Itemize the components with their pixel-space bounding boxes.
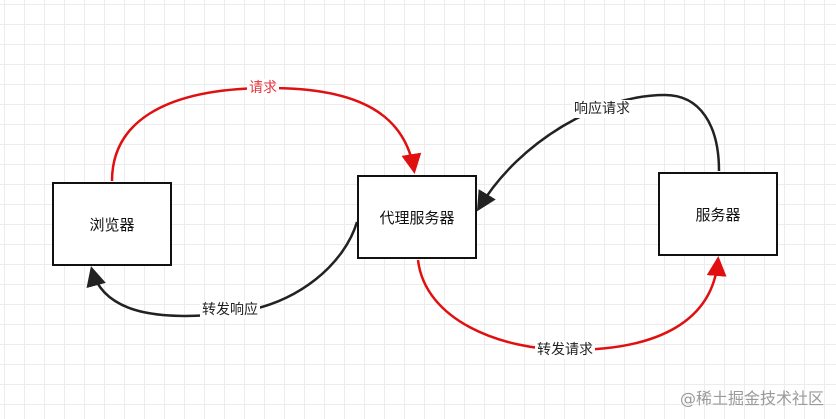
- node-proxy-server-label: 代理服务器: [379, 208, 455, 227]
- node-browser: 浏览器: [52, 182, 172, 266]
- edge-forward-request: [416, 256, 727, 352]
- edge-response-request: [476, 93, 721, 212]
- node-server: 服务器: [658, 172, 778, 256]
- edge-request: [110, 86, 422, 182]
- node-server-label: 服务器: [695, 205, 741, 224]
- edge-label-forward-request: 转发请求: [535, 341, 595, 359]
- watermark: @稀土掘金技术社区: [679, 389, 824, 408]
- edge-label-request: 请求: [247, 79, 279, 97]
- node-proxy-server: 代理服务器: [357, 175, 477, 259]
- node-browser-label: 浏览器: [89, 215, 135, 234]
- edge-label-response-request: 响应请求: [572, 100, 632, 118]
- edge-label-forward-response: 转发响应: [200, 301, 260, 319]
